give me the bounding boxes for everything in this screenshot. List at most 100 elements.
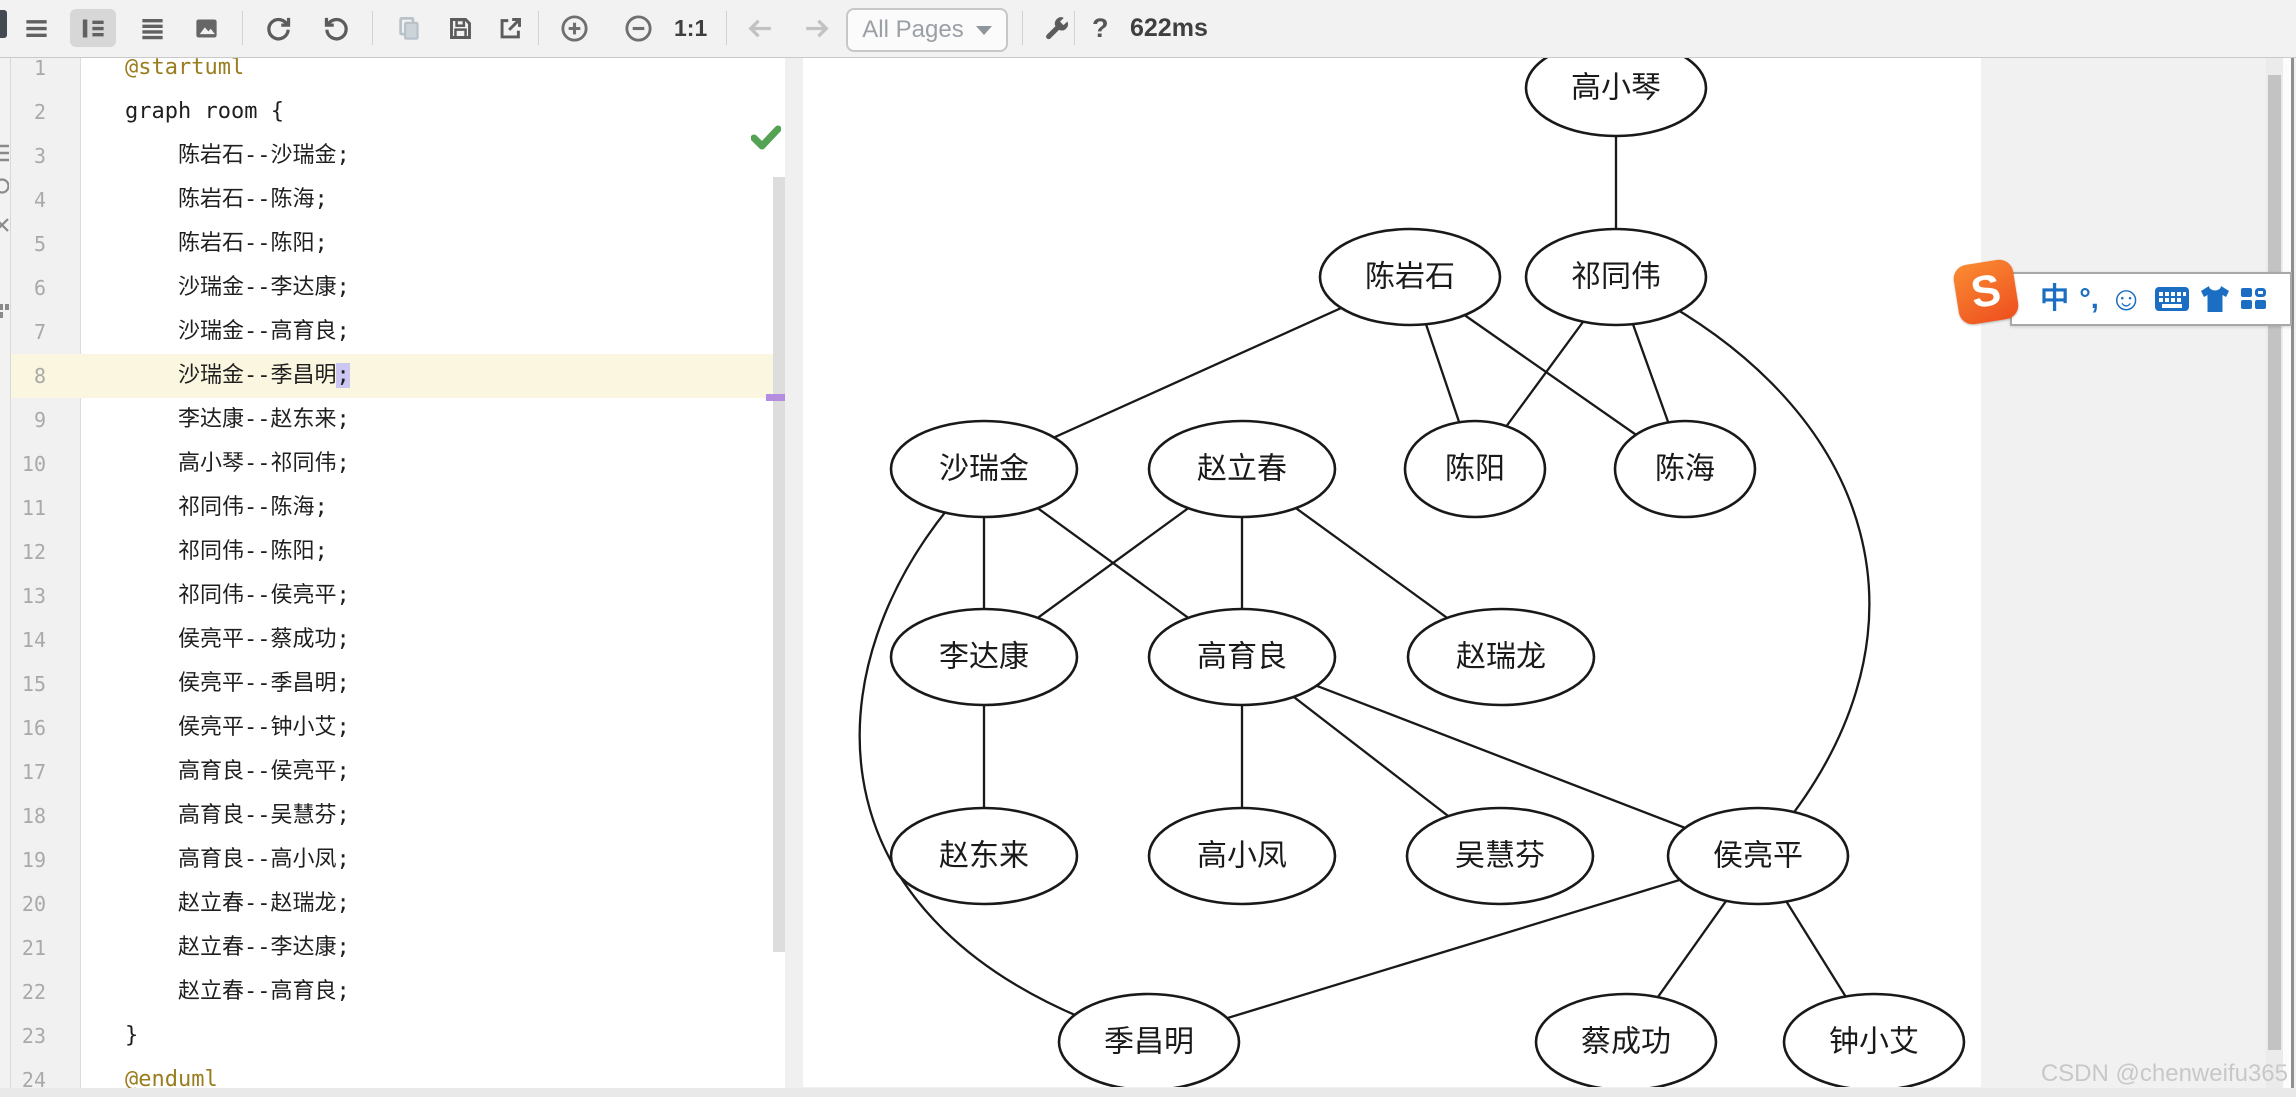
code-text[interactable]: 祁同伟--陈阳; bbox=[125, 539, 328, 564]
graph-node: 赵瑞龙 bbox=[1406, 607, 1596, 707]
graph-node: 赵立春 bbox=[1147, 419, 1337, 519]
code-line[interactable]: 15 侯亮平--季昌明; bbox=[10, 662, 785, 706]
code-text[interactable]: 侯亮平--蔡成功; bbox=[125, 627, 350, 652]
code-line[interactable]: 12 祁同伟--陈阳; bbox=[10, 530, 785, 574]
refresh-icon[interactable] bbox=[258, 9, 298, 47]
image-view-button[interactable] bbox=[186, 9, 226, 47]
punctuation-mode-icon[interactable]: °, bbox=[2079, 282, 2099, 315]
split-view-button[interactable] bbox=[70, 9, 116, 47]
zoom-in-button[interactable] bbox=[554, 9, 594, 47]
editor-scrollbar[interactable] bbox=[773, 177, 785, 952]
soft-keyboard-icon[interactable] bbox=[2154, 286, 2190, 312]
graph-node: 赵东来 bbox=[889, 806, 1079, 906]
code-line[interactable]: 13 祁同伟--侯亮平; bbox=[10, 574, 785, 618]
code-line[interactable]: 6 沙瑞金--李达康; bbox=[10, 266, 785, 310]
graph-edge bbox=[1615, 275, 1871, 857]
save-diagram-button[interactable] bbox=[440, 9, 480, 47]
graph-node-label: 蔡成功 bbox=[1581, 1025, 1671, 1060]
code-line[interactable]: 18 高育良--吴慧芬; bbox=[10, 794, 785, 838]
code-line[interactable]: 24 @enduml bbox=[10, 1058, 785, 1088]
code-text[interactable]: 赵立春--高育良; bbox=[125, 979, 350, 1004]
code-line[interactable]: 5 陈岩石--陈阳; bbox=[10, 222, 785, 266]
reload-icon[interactable] bbox=[316, 9, 356, 47]
code-text[interactable]: 高育良--高小凤; bbox=[125, 847, 350, 872]
list-view-button[interactable] bbox=[132, 9, 172, 47]
graph-node: 季昌明 bbox=[1057, 992, 1241, 1092]
graph-node: 高小凤 bbox=[1147, 806, 1337, 906]
code-line[interactable]: 17 高育良--侯亮平; bbox=[10, 750, 785, 794]
code-line[interactable]: 16 侯亮平--钟小艾; bbox=[10, 706, 785, 750]
code-text[interactable]: 沙瑞金--季昌明; bbox=[125, 363, 350, 388]
code-text[interactable]: 祁同伟--陈海; bbox=[125, 495, 328, 520]
graph-node-label: 吴慧芬 bbox=[1455, 839, 1545, 874]
code-text[interactable]: 陈岩石--陈阳; bbox=[125, 231, 328, 256]
code-line[interactable]: 22 赵立春--高育良; bbox=[10, 970, 785, 1014]
code-text[interactable]: 侯亮平--季昌明; bbox=[125, 671, 350, 696]
splitter[interactable] bbox=[785, 57, 803, 1097]
code-line[interactable]: 19 高育良--高小凤; bbox=[10, 838, 785, 882]
code-text[interactable]: 沙瑞金--高育良; bbox=[125, 319, 350, 344]
graph-node: 李达康 bbox=[889, 607, 1079, 707]
code-text[interactable]: 赵立春--赵瑞龙; bbox=[125, 891, 350, 916]
render-time-badge: 622ms bbox=[1130, 14, 1208, 42]
code-text[interactable]: 李达康--赵东来; bbox=[125, 407, 350, 432]
code-line[interactable]: 20 赵立春--赵瑞龙; bbox=[10, 882, 785, 926]
code-text[interactable]: 高育良--侯亮平; bbox=[125, 759, 350, 784]
zoom-out-button[interactable] bbox=[618, 9, 658, 47]
help-button[interactable]: ? bbox=[1092, 13, 1109, 43]
ime-bar: 中 °, ☺ bbox=[2010, 272, 2292, 326]
preview-scrollbar-thumb[interactable] bbox=[2268, 75, 2281, 1050]
export-diagram-button[interactable] bbox=[490, 9, 530, 47]
syntax-ok-check-icon bbox=[750, 125, 782, 156]
forward-button[interactable] bbox=[796, 9, 836, 47]
code-line[interactable]: 11 祁同伟--陈海; bbox=[10, 486, 785, 530]
code-text[interactable]: @startuml bbox=[125, 57, 245, 80]
emoji-icon[interactable]: ☺ bbox=[2108, 280, 2144, 318]
line-number: 3 bbox=[33, 144, 46, 168]
settings-wrench-button[interactable] bbox=[1036, 9, 1076, 47]
code-text[interactable]: @enduml bbox=[125, 1067, 218, 1088]
line-number: 24 bbox=[21, 1068, 46, 1088]
sogou-logo[interactable]: S bbox=[1951, 257, 2021, 327]
line-number: 21 bbox=[21, 936, 46, 960]
code-text[interactable]: 陈岩石--陈海; bbox=[125, 187, 328, 212]
graph-edge bbox=[1148, 854, 1759, 1044]
code-line[interactable]: 1@startuml bbox=[10, 57, 785, 90]
chinese-mode-icon[interactable]: 中 bbox=[2040, 282, 2070, 315]
line-number: 8 bbox=[33, 364, 46, 388]
code-line[interactable]: 14 侯亮平--蔡成功; bbox=[10, 618, 785, 662]
code-line[interactable]: 7 沙瑞金--高育良; bbox=[10, 310, 785, 354]
tool-window-stripe[interactable] bbox=[0, 57, 11, 1097]
scrollbar-caret-marker bbox=[766, 394, 785, 401]
code-text[interactable]: 高小琴--祁同伟; bbox=[125, 451, 350, 476]
code-text[interactable]: 高育良--吴慧芬; bbox=[125, 803, 350, 828]
code-text[interactable]: 陈岩石--沙瑞金; bbox=[125, 143, 350, 168]
rows-view-button[interactable] bbox=[16, 9, 56, 47]
code-text[interactable]: 侯亮平--钟小艾; bbox=[125, 715, 350, 740]
zoom-reset-button[interactable]: 1:1 bbox=[674, 15, 708, 41]
line-number: 23 bbox=[21, 1024, 46, 1048]
code-line[interactable]: 9 李达康--赵东来; bbox=[10, 398, 785, 442]
page-selector[interactable]: All Pages bbox=[846, 8, 1008, 52]
code-text[interactable]: } bbox=[125, 1023, 139, 1048]
code-text[interactable]: 赵立春--李达康; bbox=[125, 935, 350, 960]
code-line[interactable]: 21 赵立春--李达康; bbox=[10, 926, 785, 970]
code-line[interactable]: 8 沙瑞金--季昌明; bbox=[10, 354, 785, 398]
graph-node-label: 钟小艾 bbox=[1829, 1025, 1919, 1060]
back-button[interactable] bbox=[740, 9, 780, 47]
code-line[interactable]: 4 陈岩石--陈海; bbox=[10, 178, 785, 222]
code-text[interactable]: graph room { bbox=[125, 99, 284, 124]
toolbox-grid-icon[interactable] bbox=[2240, 287, 2268, 311]
code-text[interactable]: 沙瑞金--李达康; bbox=[125, 275, 350, 300]
code-text[interactable]: 祁同伟--侯亮平; bbox=[125, 583, 350, 608]
code-line[interactable]: 3 陈岩石--沙瑞金; bbox=[10, 134, 785, 178]
code-line[interactable]: 10 高小琴--祁同伟; bbox=[10, 442, 785, 486]
code-line[interactable]: 23} bbox=[10, 1014, 785, 1058]
copy-diagram-button[interactable] bbox=[388, 9, 428, 47]
skin-shirt-icon[interactable] bbox=[2200, 285, 2230, 313]
line-number: 13 bbox=[21, 584, 46, 608]
graph-node-label: 陈岩石 bbox=[1365, 260, 1455, 295]
